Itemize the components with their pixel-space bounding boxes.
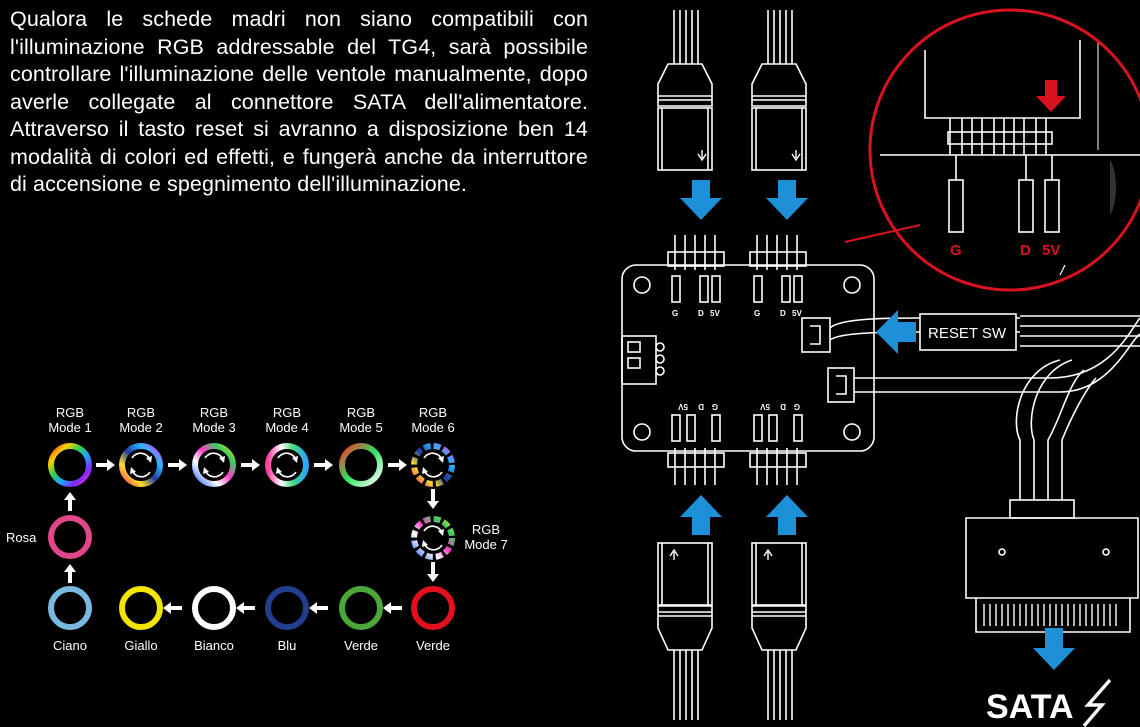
- ring-rosa: [48, 515, 92, 559]
- mode-1-ring: [48, 443, 92, 487]
- svg-text:5V: 5V: [760, 402, 770, 411]
- svg-text:G: G: [712, 402, 718, 411]
- mode-4-ring: [265, 443, 309, 487]
- hub-wiring-diagram: G D 5V G D 5V G D 5V G D 5V RESET SW SAT…: [621, 8, 1140, 727]
- ring-bianco: [192, 586, 236, 630]
- ring-verde: [339, 586, 383, 630]
- flow-arrows: [64, 459, 439, 614]
- label-ciano: Ciano: [53, 638, 87, 653]
- mode-3-ring: [192, 443, 236, 487]
- reset-sw-label: RESET SW: [928, 325, 1007, 342]
- sata-label: SATA: [986, 688, 1074, 726]
- label-blu: Blu: [277, 638, 297, 653]
- ring-rosso: [411, 586, 455, 630]
- ring-giallo: [119, 586, 163, 630]
- label-rosa: Rosa: [6, 530, 37, 545]
- zoom-pin-d: D: [1020, 242, 1031, 259]
- pin-5v-2: 5V: [792, 309, 802, 318]
- blue-arrows: [680, 180, 1075, 670]
- mode-5-ring: [339, 443, 383, 487]
- mode-7-ring: [411, 516, 455, 560]
- svg-text:G: G: [794, 402, 800, 411]
- mode-cycle-diagram: [48, 443, 455, 630]
- mode-2-ring: [119, 443, 163, 487]
- hub-board: [621, 264, 875, 452]
- svg-text:D: D: [780, 402, 786, 411]
- mode-6-ring: [411, 443, 455, 487]
- svg-text:5V: 5V: [678, 402, 688, 411]
- top-right-fan-connector: [751, 10, 807, 171]
- ring-blu: [265, 586, 309, 630]
- ring-ciano: [48, 586, 92, 630]
- pin-5v-1: 5V: [710, 309, 720, 318]
- svg-text:D: D: [698, 402, 704, 411]
- bottom-right-fan-connector: [751, 542, 807, 720]
- lightning-icon: [1082, 678, 1112, 727]
- bottom-left-fan-connector: [657, 542, 713, 720]
- label-verde-2: Verde: [416, 638, 450, 653]
- pin-g-1: G: [672, 309, 678, 318]
- label-verde-1: Verde: [344, 638, 378, 653]
- pin-d-1: D: [698, 309, 704, 318]
- zoom-detail-callout: G D 5V: [844, 8, 1140, 292]
- pin-g-2: G: [754, 309, 760, 318]
- label-bianco: Bianco: [194, 638, 234, 653]
- description-text: Qualora le schede madri non siano compat…: [10, 7, 588, 196]
- zoom-pin-g: G: [950, 242, 962, 259]
- pin-d-2: D: [780, 309, 786, 318]
- zoom-pin-5v: 5V: [1042, 242, 1060, 259]
- top-left-fan-connector: [657, 10, 713, 171]
- label-giallo: Giallo: [124, 638, 158, 653]
